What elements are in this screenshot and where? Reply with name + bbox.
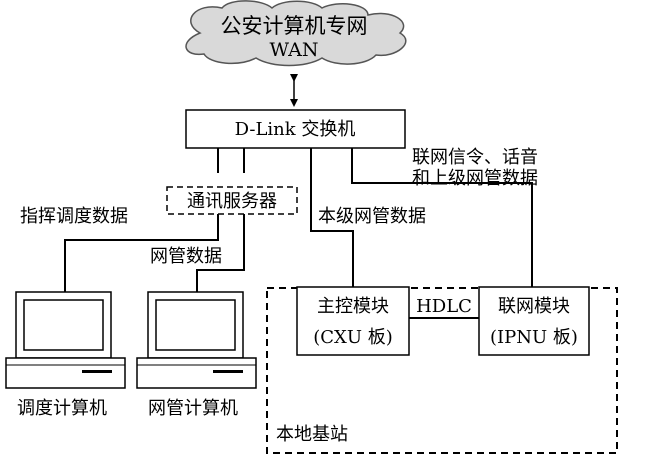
wan-cloud: 公安计算机专网 WAN bbox=[185, 0, 407, 67]
local-station-label: 本地基站 bbox=[276, 424, 348, 445]
switch-label: D-Link 交换机 bbox=[235, 119, 356, 140]
line-switch-to-cxu bbox=[310, 148, 354, 287]
cxu-title: 主控模块 bbox=[317, 296, 389, 317]
label-signal-line2: 和上级网管数据 bbox=[412, 168, 538, 189]
dispatch-computer-icon: 调度计算机 bbox=[5, 291, 126, 419]
line-server-to-dispatch-pc bbox=[64, 213, 219, 292]
line-switch-to-ipnu bbox=[351, 148, 533, 287]
comm-server: 通讯服务器 bbox=[166, 186, 298, 215]
connections bbox=[64, 148, 533, 319]
line-server-to-netmgmt-pc bbox=[196, 213, 245, 292]
label-dispatch-data: 指挥调度数据 bbox=[20, 206, 128, 227]
label-hdlc: HDLC bbox=[416, 296, 472, 317]
cloud-wan-label: WAN bbox=[270, 39, 319, 61]
label-local-netmgmt-data: 本级网管数据 bbox=[318, 206, 426, 227]
ipnu-box bbox=[478, 286, 590, 356]
netmgmt-computer-label: 网管计算机 bbox=[148, 398, 238, 419]
cloud-shape bbox=[185, 0, 407, 67]
dlink-switch: D-Link 交换机 bbox=[185, 109, 406, 149]
ipnu-module: 联网模块 (IPNU 板) bbox=[478, 286, 590, 356]
cxu-subtitle: (CXU 板) bbox=[313, 327, 393, 348]
cxu-box bbox=[296, 286, 410, 356]
local-station-region bbox=[266, 287, 618, 454]
switch-box bbox=[185, 109, 406, 149]
netmgmt-computer-icon: 网管计算机 bbox=[136, 291, 257, 419]
ipnu-title: 联网模块 bbox=[498, 296, 570, 317]
label-signal-line1: 联网信令、话音 bbox=[412, 147, 538, 168]
ipnu-subtitle: (IPNU 板) bbox=[490, 327, 578, 348]
label-netmgmt-data: 网管数据 bbox=[150, 246, 222, 267]
comm-server-label: 通讯服务器 bbox=[187, 191, 277, 212]
cxu-module: 主控模块 (CXU 板) bbox=[296, 286, 410, 356]
dispatch-computer-label: 调度计算机 bbox=[17, 398, 107, 419]
comm-server-box bbox=[166, 186, 298, 215]
cloud-title: 公安计算机专网 bbox=[221, 14, 368, 38]
